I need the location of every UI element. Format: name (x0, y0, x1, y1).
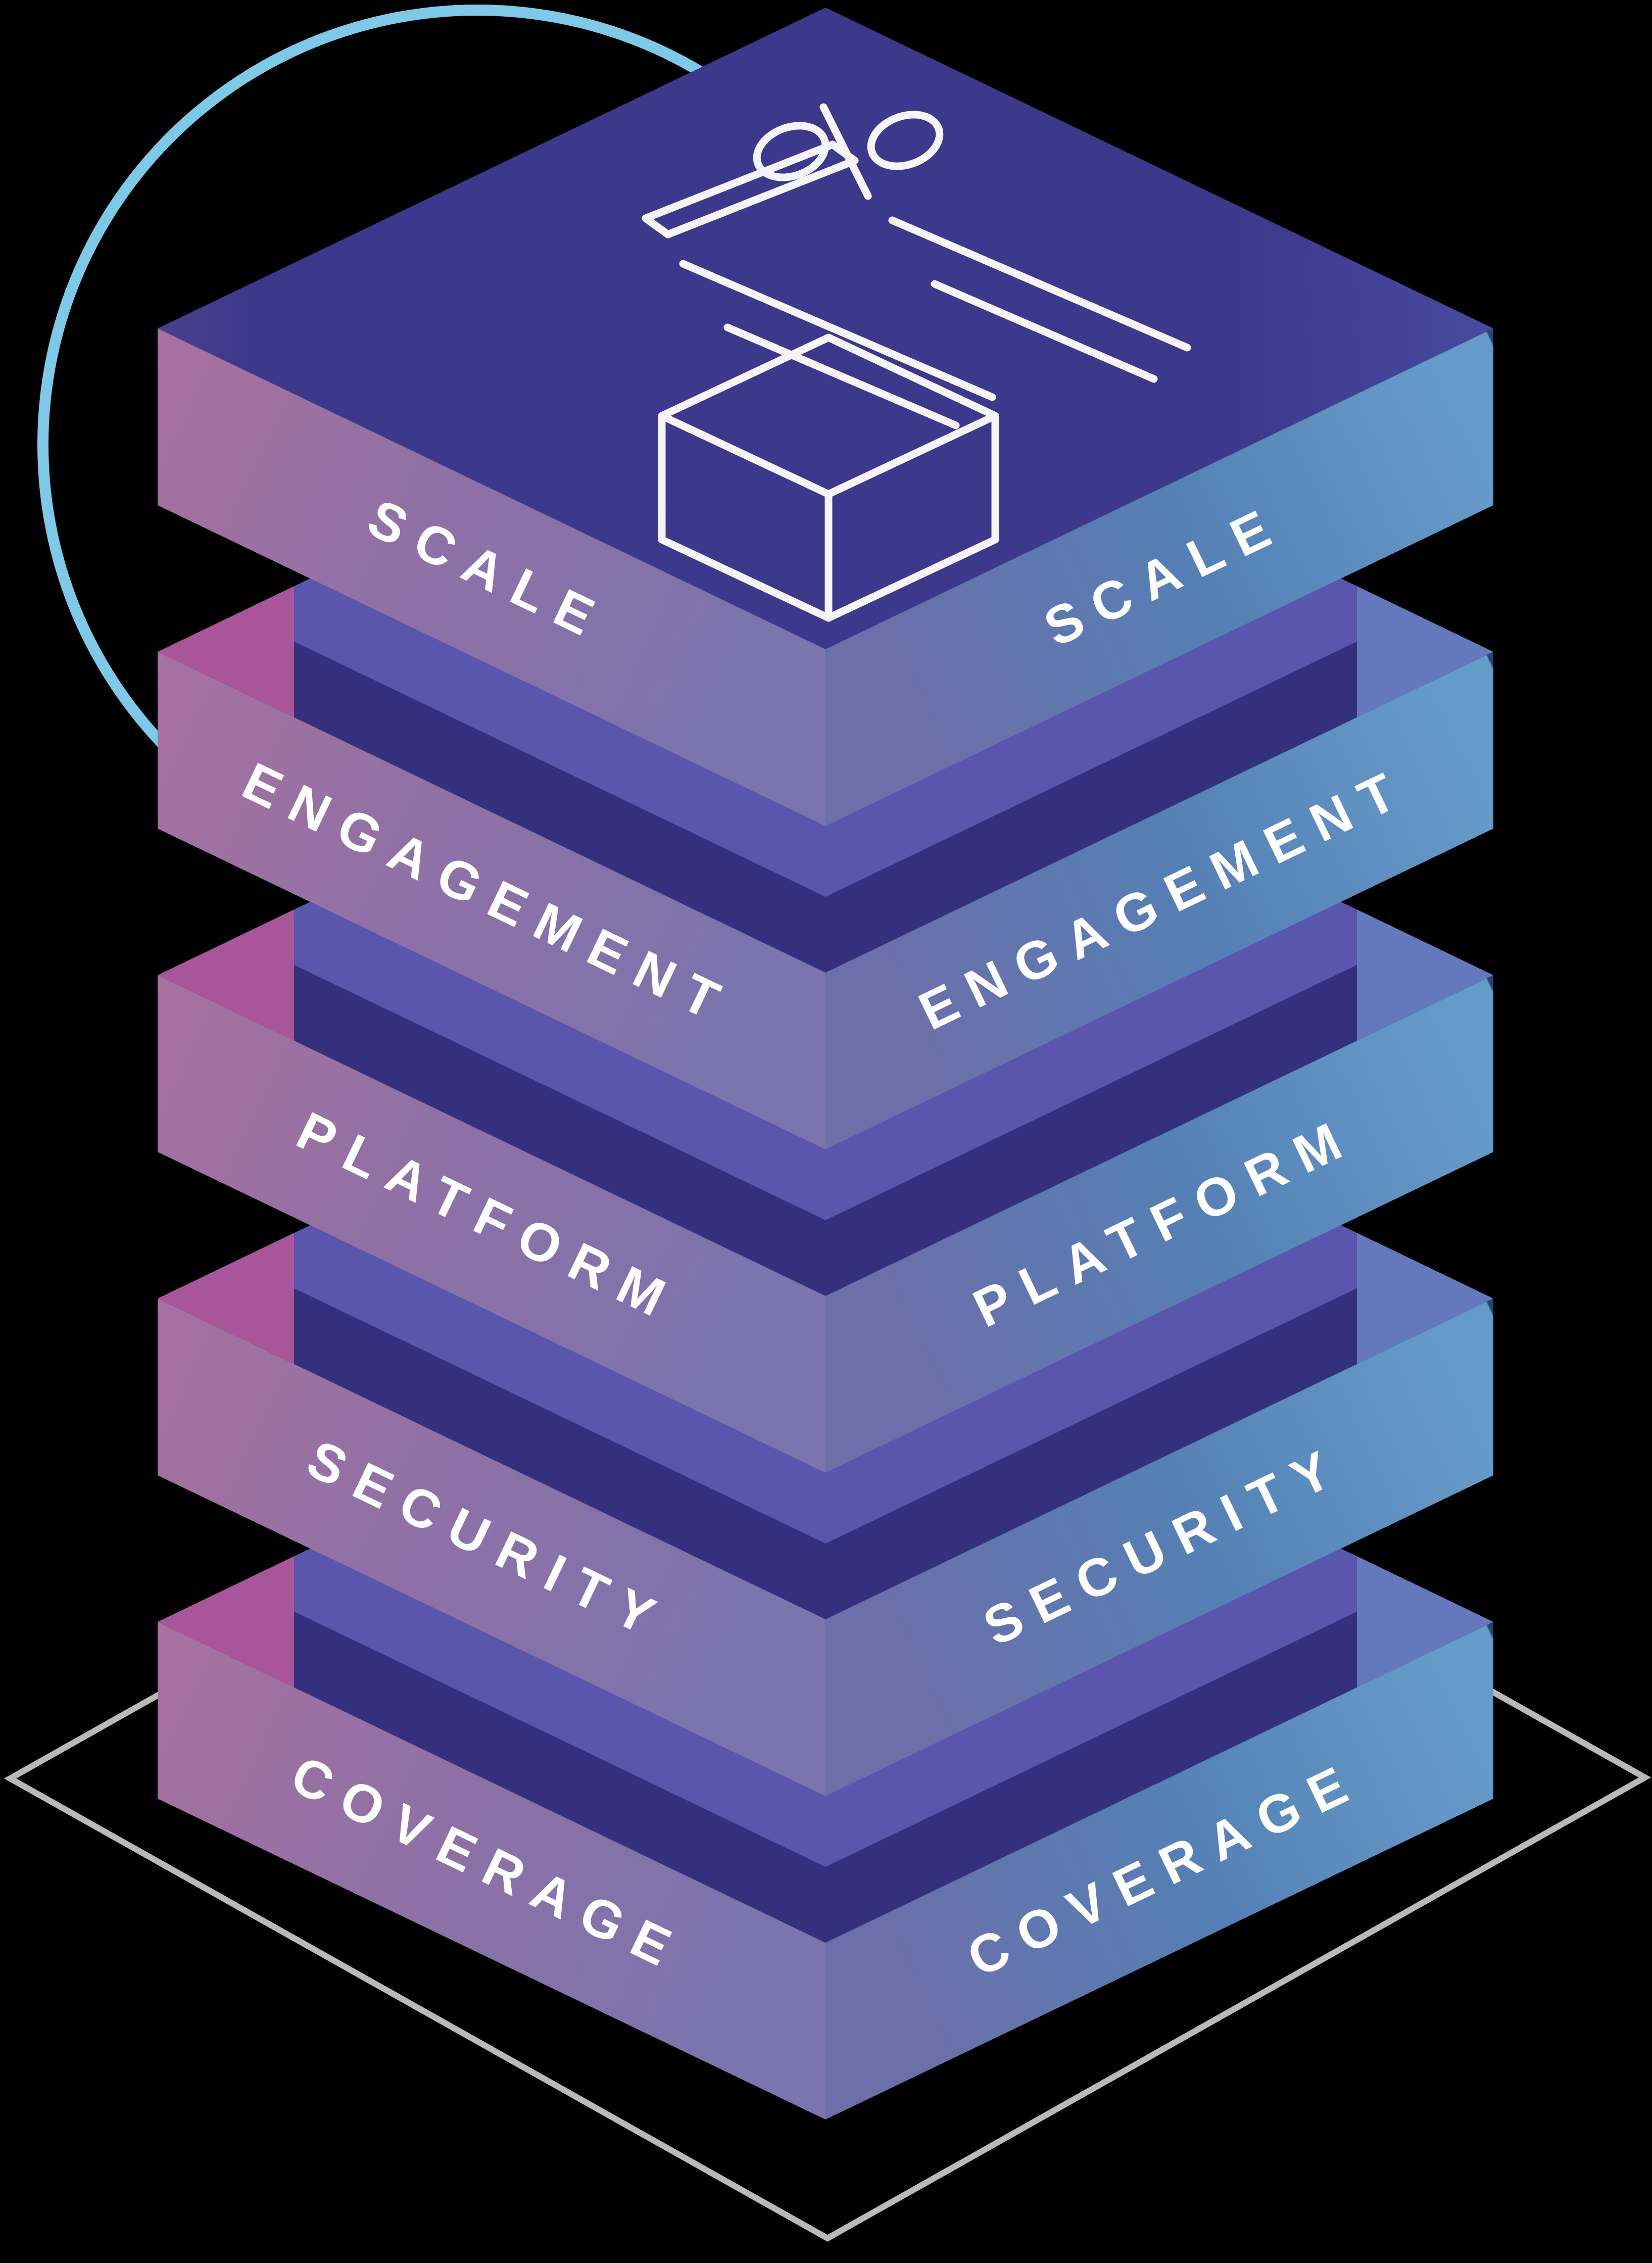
bar-line (723, 323, 960, 429)
bar-line (679, 260, 996, 401)
bar-slab (642, 140, 859, 238)
cube-icon (658, 333, 999, 622)
layer-security: SECURITY SECURITY (158, 978, 1493, 1796)
bar-line (931, 280, 1158, 383)
bar-line (888, 216, 1191, 352)
bar-chart-icon (642, 140, 1191, 429)
percent-left-ring (753, 122, 830, 181)
percent-right-ring (867, 111, 944, 170)
analytics-icon (642, 103, 1191, 622)
